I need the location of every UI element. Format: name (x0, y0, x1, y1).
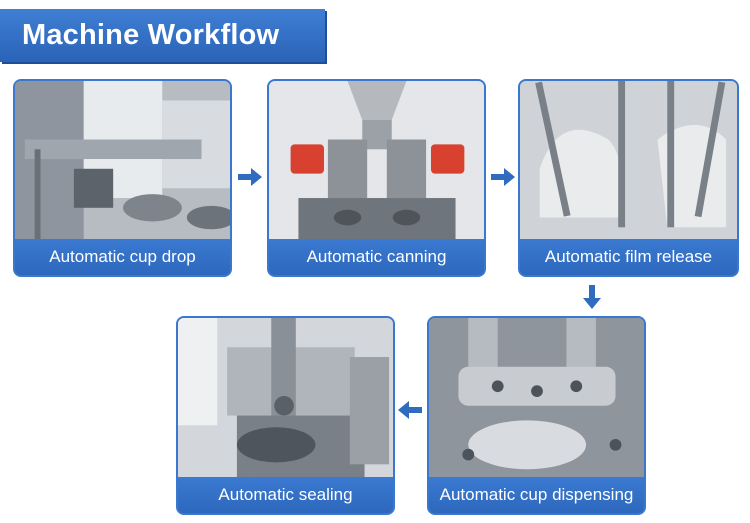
step-card-sealing: Automatic sealing (176, 316, 395, 515)
step-label-film-release: Automatic film release (520, 239, 737, 275)
film-release-photo (520, 81, 737, 239)
step-card-cup-dispensing: Automatic cup dispensing (427, 316, 646, 515)
step-label-canning: Automatic canning (269, 239, 484, 275)
arrow-left-icon (398, 401, 422, 419)
arrow-right-icon (238, 168, 262, 186)
arrow-down-icon (583, 285, 601, 309)
canning-photo (269, 81, 484, 239)
title-banner: Machine Workflow (0, 9, 325, 62)
cup-dispensing-photo (429, 318, 644, 477)
page-title: Machine Workflow (22, 19, 280, 51)
step-card-film-release: Automatic film release (518, 79, 739, 277)
step-label-cup-drop: Automatic cup drop (15, 239, 230, 275)
cup-drop-photo (15, 81, 230, 239)
arrow-right-icon (491, 168, 515, 186)
step-card-canning: Automatic canning (267, 79, 486, 277)
step-card-cup-drop: Automatic cup drop (13, 79, 232, 277)
sealing-photo (178, 318, 393, 477)
step-label-sealing: Automatic sealing (178, 477, 393, 513)
step-label-cup-dispensing: Automatic cup dispensing (429, 477, 644, 513)
